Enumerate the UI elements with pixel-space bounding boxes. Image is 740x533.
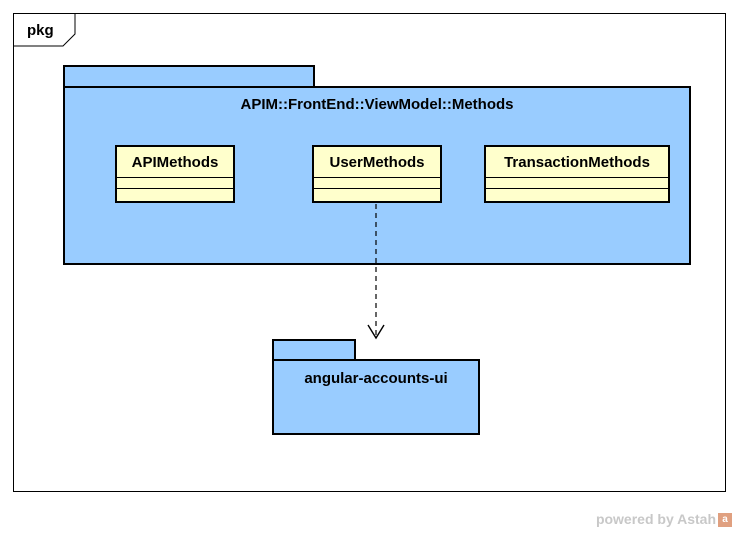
class-divider xyxy=(117,188,233,189)
class-divider xyxy=(486,188,668,189)
frame-label-tab xyxy=(13,13,76,47)
class-usermethods[interactable]: UserMethods xyxy=(312,145,442,203)
package-main-tab[interactable] xyxy=(63,65,315,88)
class-name: UserMethods xyxy=(314,147,440,178)
class-name: TransactionMethods xyxy=(486,147,668,178)
package-dep[interactable] xyxy=(272,359,480,435)
package-main-title: APIM::FrontEnd::ViewModel::Methods xyxy=(240,96,514,113)
class-apimethods[interactable]: APIMethods xyxy=(115,145,235,203)
dependency-arrow xyxy=(367,204,385,340)
frame-label: pkg xyxy=(27,22,54,39)
class-transactionmethods[interactable]: TransactionMethods xyxy=(484,145,670,203)
astah-logo-icon: a xyxy=(718,513,732,527)
package-dep-title: angular-accounts-ui xyxy=(304,370,448,387)
class-name: APIMethods xyxy=(117,147,233,178)
footer-text: powered by Astah xyxy=(595,510,716,527)
class-divider xyxy=(314,188,440,189)
